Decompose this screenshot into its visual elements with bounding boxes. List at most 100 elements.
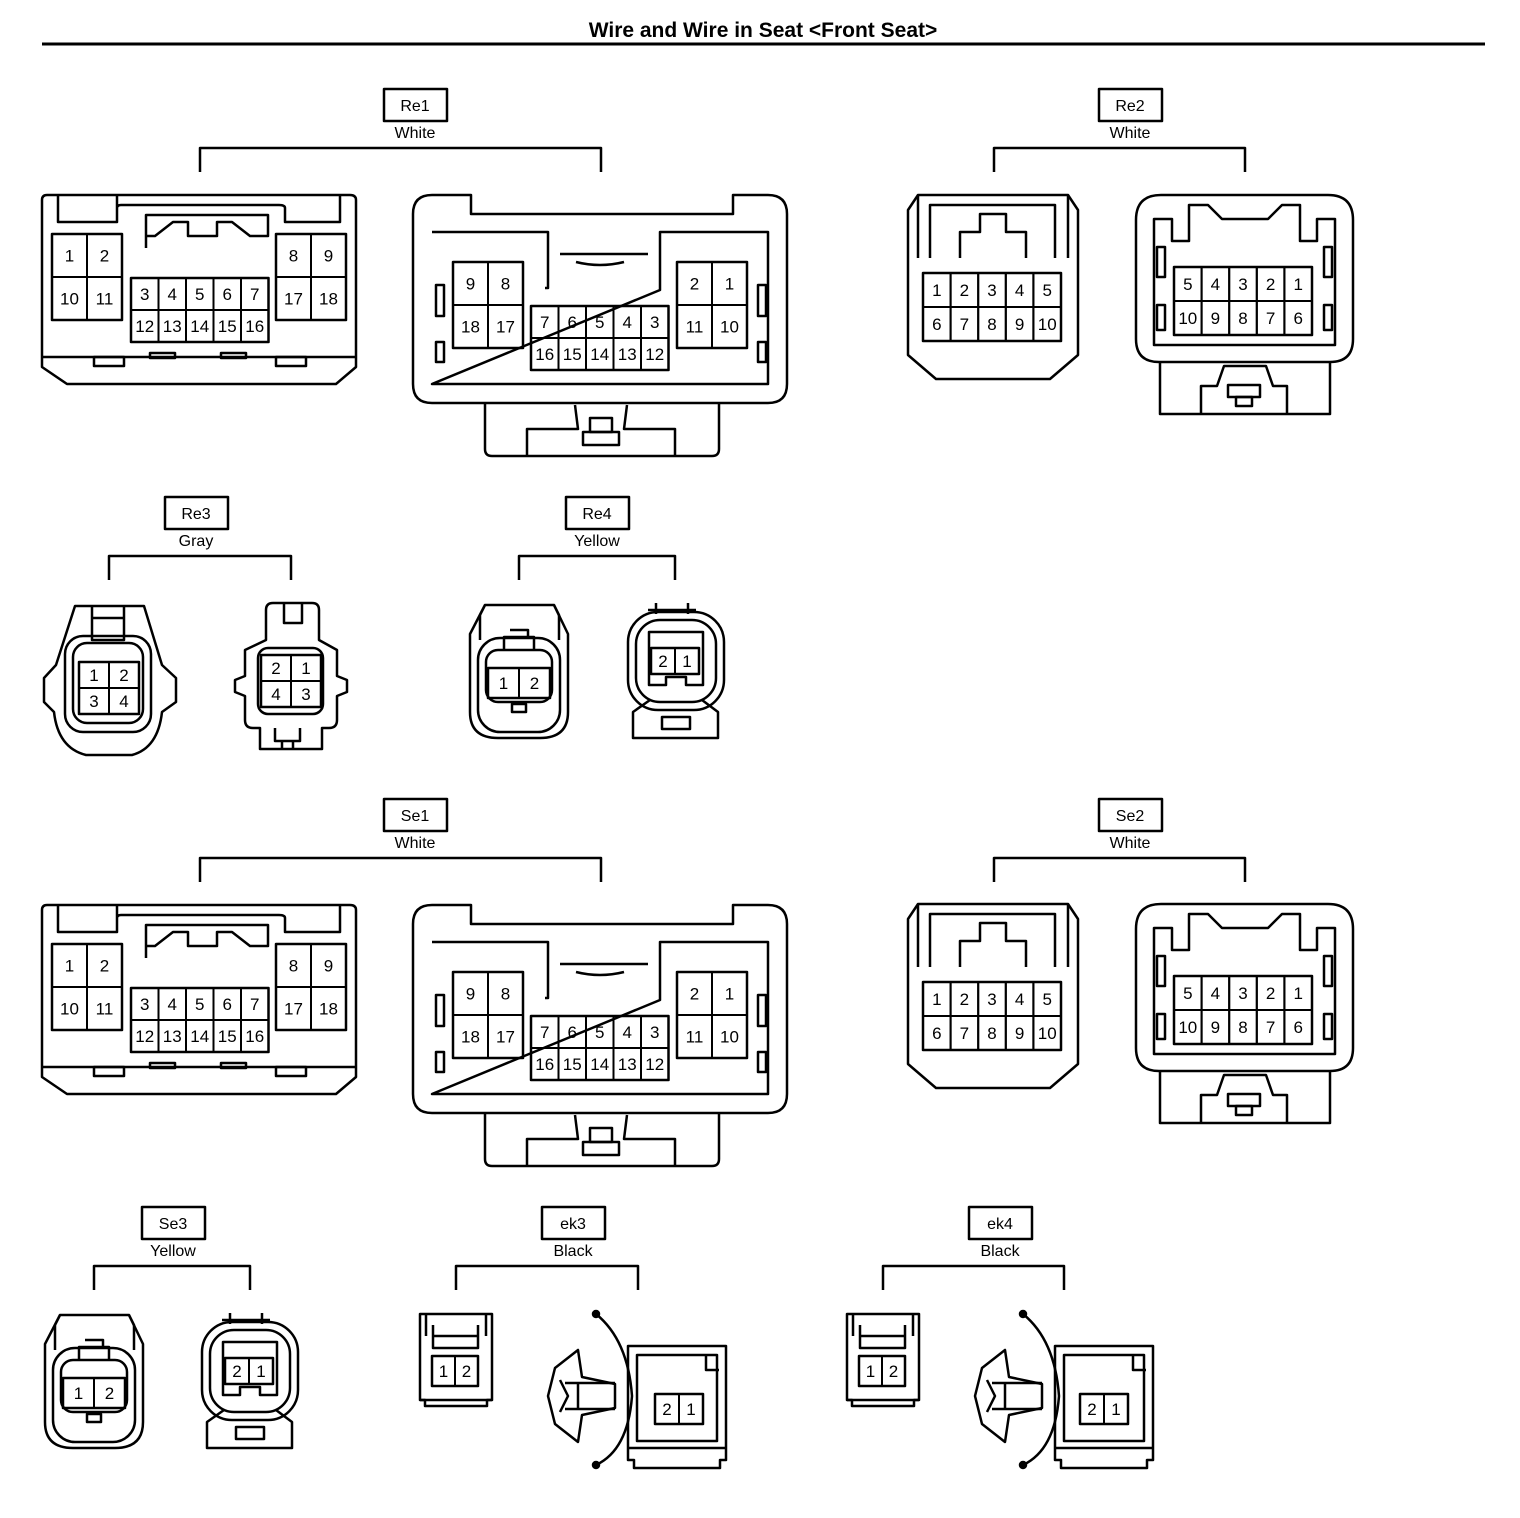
connector-color: White bbox=[395, 835, 436, 852]
pin-number: 1 bbox=[932, 990, 941, 1009]
pin-number: 1 bbox=[65, 957, 74, 976]
pin-number: 1 bbox=[65, 247, 74, 266]
pin-cell bbox=[1283, 1009, 1314, 1045]
connector-label-box bbox=[140, 1205, 207, 1241]
pin-number: 1 bbox=[725, 985, 734, 1004]
pin-number: 4 bbox=[623, 1023, 632, 1042]
pin-number: 10 bbox=[1178, 1018, 1197, 1037]
re4-connector-right bbox=[626, 603, 726, 740]
pin-number: 5 bbox=[195, 285, 204, 304]
pin-number: 5 bbox=[1042, 281, 1051, 300]
pin-number: 10 bbox=[60, 1000, 79, 1019]
pin-number: 2 bbox=[462, 1362, 471, 1381]
pin-cell bbox=[240, 1019, 270, 1053]
pin-number: 3 bbox=[1238, 984, 1247, 1003]
pin-number: 13 bbox=[163, 317, 182, 336]
pin-number: 1 bbox=[256, 1362, 265, 1381]
pin-number: 5 bbox=[1183, 275, 1192, 294]
pin-number: 10 bbox=[1178, 309, 1197, 328]
pin-number: 10 bbox=[720, 1028, 739, 1047]
pin-number: 3 bbox=[987, 281, 996, 300]
pin-number: 8 bbox=[289, 957, 298, 976]
pin-number: 16 bbox=[535, 1055, 554, 1074]
pin-cell bbox=[86, 986, 123, 1031]
pin-number: 4 bbox=[1211, 984, 1220, 1003]
pin-number: 15 bbox=[563, 345, 582, 364]
pin-number: 2 bbox=[271, 659, 280, 678]
pin-number: 17 bbox=[284, 1000, 303, 1019]
pin-number: 5 bbox=[1183, 984, 1192, 1003]
connector-label: Se1 bbox=[401, 808, 430, 825]
connector-bracket bbox=[881, 1264, 1066, 1290]
ek4-connector-left bbox=[845, 1312, 921, 1408]
pin-cell bbox=[640, 337, 670, 371]
connector-color: Gray bbox=[179, 533, 214, 550]
pin-number: 4 bbox=[1015, 990, 1024, 1009]
connector-color: White bbox=[1110, 125, 1151, 142]
ek3-connector-right bbox=[546, 1309, 728, 1470]
connector-se2: Se2 White bbox=[992, 797, 1247, 882]
ek3-connector-left bbox=[418, 1312, 494, 1408]
pin-number: 5 bbox=[595, 313, 604, 332]
pin-number: 7 bbox=[960, 315, 969, 334]
pin-cell bbox=[881, 1355, 906, 1387]
pin-number: 7 bbox=[960, 1024, 969, 1043]
pin-number: 6 bbox=[223, 285, 232, 304]
pin-number: 13 bbox=[618, 1055, 637, 1074]
pin-number: 3 bbox=[89, 692, 98, 711]
pin-number: 2 bbox=[889, 1362, 898, 1381]
pin-number: 1 bbox=[89, 666, 98, 685]
pin-number: 1 bbox=[866, 1362, 875, 1381]
pin-number: 13 bbox=[163, 1027, 182, 1046]
connector-label-box bbox=[1097, 797, 1164, 833]
pin-number: 4 bbox=[168, 995, 177, 1014]
pin-number: 11 bbox=[96, 1000, 114, 1019]
pin-number: 6 bbox=[568, 1023, 577, 1042]
pin-number: 4 bbox=[1015, 281, 1024, 300]
re2-connector-left bbox=[906, 193, 1080, 381]
pin-number: 9 bbox=[1015, 315, 1024, 334]
pin-cell bbox=[674, 647, 700, 675]
pin-number: 12 bbox=[645, 1055, 664, 1074]
connector-label: ek4 bbox=[987, 1216, 1013, 1233]
pin-number: 11 bbox=[686, 318, 704, 337]
connector-color: Yellow bbox=[150, 1243, 196, 1260]
pin-number: 5 bbox=[195, 995, 204, 1014]
pin-number: 17 bbox=[496, 318, 515, 337]
pin-cell bbox=[240, 309, 270, 343]
pin-number: 2 bbox=[690, 985, 699, 1004]
se2-connector-right bbox=[1134, 902, 1355, 1125]
pin-number: 5 bbox=[1042, 990, 1051, 1009]
pin-number: 3 bbox=[140, 285, 149, 304]
connector-bracket bbox=[107, 554, 293, 580]
connector-label: Re4 bbox=[582, 506, 611, 523]
pin-number: 1 bbox=[1293, 984, 1302, 1003]
pin-number: 3 bbox=[140, 995, 149, 1014]
pin-number: 6 bbox=[568, 313, 577, 332]
pin-number: 9 bbox=[1211, 1018, 1220, 1037]
connector-re3: Re3 Gray bbox=[107, 495, 293, 580]
connector-label-box bbox=[382, 87, 449, 123]
connector-color: White bbox=[395, 125, 436, 142]
connector-re2: Re2 White bbox=[992, 87, 1247, 172]
pin-number: 14 bbox=[590, 1055, 609, 1074]
connector-label: Se2 bbox=[1116, 808, 1145, 825]
pin-number: 16 bbox=[245, 317, 264, 336]
pin-number: 11 bbox=[96, 290, 114, 309]
se1-connector-right bbox=[411, 903, 789, 1168]
pin-number: 18 bbox=[461, 318, 480, 337]
connector-bracket bbox=[198, 856, 603, 882]
pin-number: 9 bbox=[1211, 309, 1220, 328]
pin-number: 8 bbox=[289, 247, 298, 266]
pin-number: 2 bbox=[100, 957, 109, 976]
se3-connector-right bbox=[200, 1313, 300, 1450]
pin-cell bbox=[93, 1377, 126, 1409]
pin-cell bbox=[310, 276, 347, 321]
